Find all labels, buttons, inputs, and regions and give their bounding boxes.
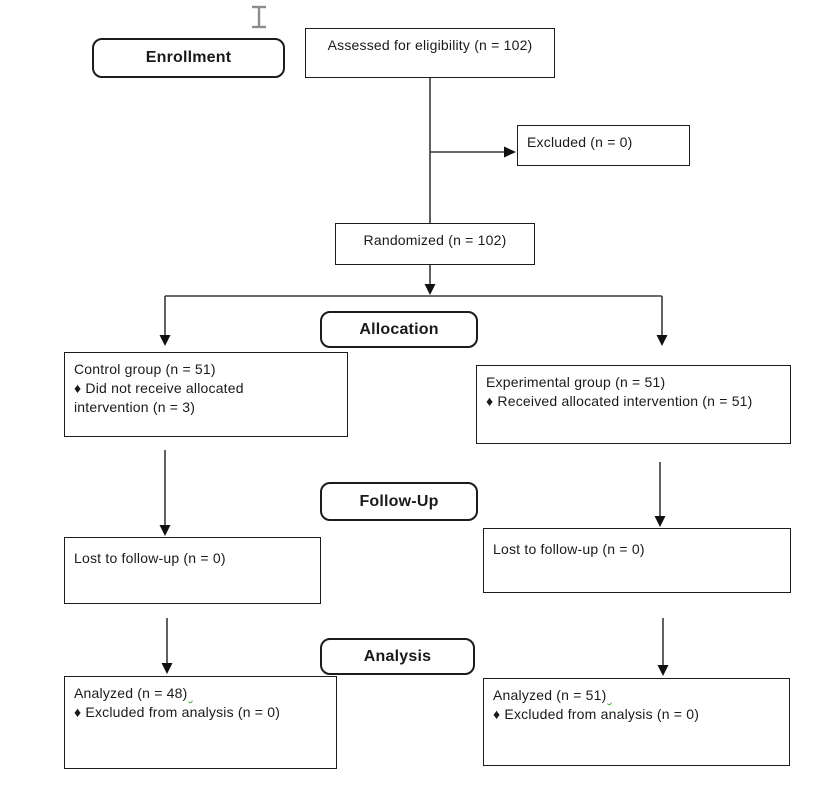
node-text: Analyzed (n = 51): [493, 687, 607, 703]
node-text: Lost to follow-up (n = 0): [493, 541, 645, 557]
node-analyzed-control: Analyzed (n = 48) ♦ Excluded from analys…: [64, 676, 337, 769]
node-assessed-for-eligibility: Assessed for eligibility (n = 102): [305, 28, 555, 78]
node-text: Lost to follow-up (n = 0): [74, 550, 226, 566]
node-text-line: ♦ Excluded from analysis (n = 0): [74, 704, 281, 720]
arrowhead-down-control: [159, 335, 171, 346]
arrowhead-down-analyzed-left: [161, 663, 173, 674]
grammar-squiggle-icon: [189, 684, 197, 696]
node-text-line: ♦ Excluded from analysis (n = 0): [493, 706, 700, 722]
node-randomized: Randomized (n = 102): [335, 223, 535, 265]
node-text-line: ♦ Did not receive allocated: [74, 380, 244, 396]
arrowhead-down-lost-left: [159, 525, 171, 536]
grammar-squiggle-icon: [608, 686, 616, 698]
node-text-line: intervention (n = 3): [74, 399, 196, 415]
node-experimental-group: Experimental group (n = 51) ♦ Received a…: [476, 365, 791, 444]
arrowhead-down-experimental: [656, 335, 668, 346]
node-text-line: Analyzed (n = 48): [74, 684, 327, 703]
node-analyzed-experimental: Analyzed (n = 51) ♦ Excluded from analys…: [483, 678, 790, 766]
node-lost-to-follow-up-control: Lost to follow-up (n = 0): [64, 537, 321, 604]
node-excluded: Excluded (n = 0): [517, 125, 690, 166]
node-text-line: ♦ Received allocated intervention (n = 5…: [486, 393, 753, 409]
node-text: Randomized (n = 102): [363, 232, 507, 248]
node-text: Excluded (n = 0): [527, 134, 633, 150]
node-text-line: Analyzed (n = 51): [493, 686, 780, 705]
i-beam-cursor-icon: [252, 5, 266, 29]
section-label-analysis: Analysis: [320, 638, 475, 675]
node-lost-to-follow-up-experimental: Lost to follow-up (n = 0): [483, 528, 791, 593]
arrowhead-right-excluded: [504, 146, 516, 158]
section-label-allocation: Allocation: [320, 311, 478, 348]
node-control-group: Control group (n = 51) ♦ Did not receive…: [64, 352, 348, 437]
section-label-enrollment: Enrollment: [92, 38, 285, 78]
arrowhead-down-junction: [424, 284, 436, 295]
section-label-follow-up: Follow-Up: [320, 482, 478, 521]
node-text: Analyzed (n = 48): [74, 685, 188, 701]
node-text-line: Experimental group (n = 51): [486, 374, 666, 390]
arrowhead-down-analyzed-right: [657, 665, 669, 676]
node-text-line: Control group (n = 51): [74, 361, 216, 377]
arrowhead-down-lost-right: [654, 516, 666, 527]
node-text: Assessed for eligibility (n = 102): [327, 37, 533, 53]
